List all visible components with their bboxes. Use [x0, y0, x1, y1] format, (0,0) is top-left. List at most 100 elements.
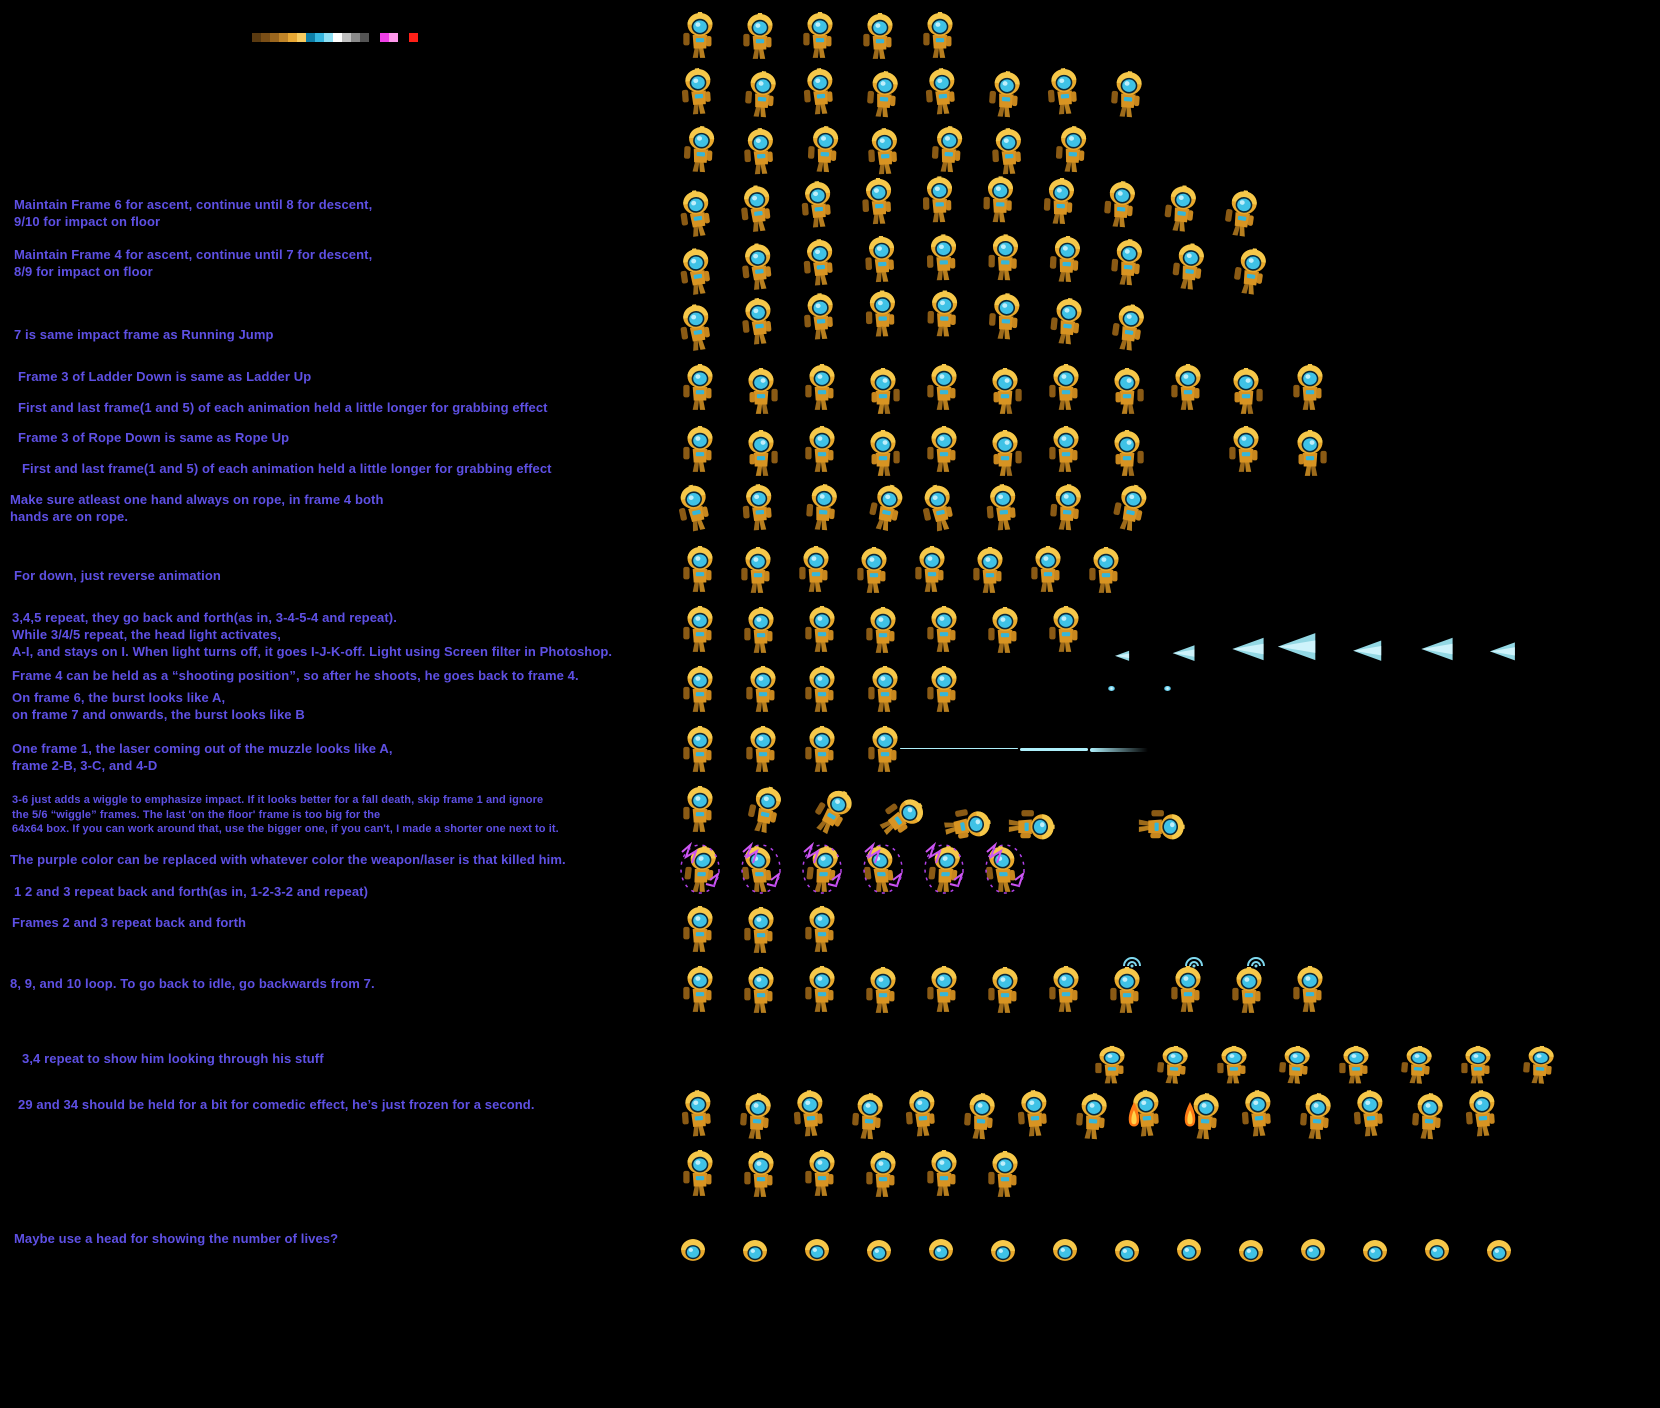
robot-head-sprite — [1238, 1239, 1264, 1263]
sprite-frame-ladder-climb — [678, 360, 722, 412]
sprite-frame-rope-swing — [983, 482, 1027, 534]
sprite-frame-run — [861, 64, 905, 116]
robot-sprite — [1460, 1046, 1496, 1085]
annotation-note: Make sure atleast one hand always on rop… — [10, 492, 384, 525]
annotation-note: Maybe use a head for showing the number … — [14, 1231, 339, 1246]
robot-sprite — [743, 430, 779, 478]
robot-head-sprite — [742, 1239, 768, 1263]
robot-sprite — [865, 967, 901, 1015]
robot-sprite — [1088, 547, 1124, 595]
muzzle-burst-icon — [1164, 686, 1171, 691]
robot-sprite — [1042, 177, 1080, 227]
electric-zap-icon — [678, 842, 722, 894]
robot-sprite — [987, 234, 1024, 283]
annotation-note: Frame 3 of Rope Down is same as Rope Up — [18, 430, 290, 445]
robot-sprite — [673, 481, 718, 535]
robot-sprite — [987, 607, 1023, 655]
robot-sprite — [1109, 430, 1145, 478]
sprite-frame-ledge-climb — [968, 542, 1012, 594]
robot-sprite — [743, 607, 779, 655]
signal-waves-shape — [1122, 954, 1142, 968]
robot-sprite — [1231, 246, 1273, 299]
sprite-frame-lives-heads — [1360, 1236, 1390, 1262]
robot-sprite — [1222, 188, 1264, 241]
laser-beam — [900, 748, 1018, 749]
sprite-frame-fall — [1044, 300, 1088, 352]
robot-sprite — [1292, 430, 1328, 478]
annotation-note: Maintain Frame 4 for ascent, continue un… — [14, 247, 373, 280]
sprite-frame-cheer — [983, 1146, 1027, 1198]
robot-head-sprite — [1176, 1238, 1202, 1262]
sprite-frame-shoot-burst — [861, 662, 905, 714]
sprite-frame-death-fall-lying — [1000, 794, 1044, 846]
sprite-frame-fall — [1105, 300, 1149, 352]
robot-sprite — [866, 127, 904, 177]
robot-sprite — [682, 1150, 718, 1198]
robot-sprite — [679, 1089, 718, 1139]
sprite-frame-lives-heads — [1112, 1236, 1142, 1262]
sprite-frame-head-light — [678, 602, 722, 654]
annotation-note: The purple color can be replaced with wh… — [10, 852, 566, 867]
sprite-frame-running-jump — [678, 186, 722, 238]
sprite-frame-rope-climb — [1224, 422, 1268, 474]
light-cone-icon — [1100, 610, 1144, 662]
robot-sprite — [682, 966, 718, 1014]
sprite-frame-bomb-throw — [1406, 1086, 1450, 1138]
sprite-frame-walk — [988, 122, 1032, 174]
sprite-frame-lives-heads — [1422, 1236, 1452, 1262]
robot-sprite — [1170, 364, 1206, 412]
sprite-frame-run — [739, 64, 783, 116]
sprite-frame-running-jump — [978, 186, 1022, 238]
light-cone-shape — [1230, 636, 1266, 662]
robot-sprite — [801, 67, 840, 117]
sprite-frame-death-fall — [926, 782, 970, 834]
robot-sprite — [926, 966, 962, 1014]
annotation-note: First and last frame(1 and 5) of each an… — [18, 400, 548, 415]
sprite-frame-electrocution — [678, 842, 722, 894]
sprite-frame-rummage — [1273, 1026, 1317, 1078]
robot-sprite-lying — [1007, 809, 1055, 845]
robot-sprite — [987, 430, 1023, 478]
sprite-frame-rummage — [1456, 1026, 1500, 1078]
light-cone-icon — [1415, 610, 1459, 662]
sprite-frame-rope-swing — [739, 482, 783, 534]
palette-swatch — [389, 33, 398, 42]
sprite-frame-bomb-throw — [678, 1086, 722, 1138]
palette-swatch — [297, 33, 306, 42]
robot-sprite — [1239, 1089, 1278, 1139]
robot-sprite — [1109, 238, 1149, 289]
sprite-frame-fall — [800, 300, 844, 352]
robot-sprite — [856, 547, 892, 595]
sprite-frame-rope-climb — [861, 422, 905, 474]
robot-sprite — [676, 246, 718, 299]
sprite-frame-standing-jump — [983, 244, 1027, 296]
sprite-frame-ladder-climb — [800, 360, 844, 412]
robot-sprite — [872, 790, 932, 847]
light-cone-icon — [1275, 610, 1319, 662]
sprite-frame-death-fall — [740, 782, 784, 834]
robot-sprite — [987, 1151, 1023, 1199]
robot-sprite — [1231, 967, 1267, 1015]
sprite-frame-wake-up — [1044, 962, 1088, 1014]
robot-sprite — [804, 1150, 840, 1198]
palette-swatch — [342, 33, 351, 42]
annotation-note: 29 and 34 should be held for a bit for c… — [18, 1097, 535, 1112]
sprite-frame-standing-jump — [800, 244, 844, 296]
sprite-frame-running-jump — [1098, 186, 1142, 238]
sprite-frame-running-jump — [918, 186, 962, 238]
sprite-frame-ladder-climb — [983, 360, 1027, 412]
sprite-frame-wake-up — [983, 962, 1027, 1014]
light-cone-shape — [1275, 631, 1318, 662]
sprite-frame-electrocution — [800, 842, 844, 894]
sprite-frame-idle — [858, 8, 902, 60]
robot-sprite — [903, 1089, 942, 1139]
sprite-frame-cheer — [861, 1146, 905, 1198]
sprite-frame-bomb-throw — [734, 1086, 778, 1138]
robot-head-sprite — [928, 1238, 954, 1262]
robot-sprite — [1109, 481, 1154, 535]
robot-sprite — [738, 242, 779, 294]
sprite-frame-cheer — [739, 1146, 783, 1198]
robot-sprite — [1054, 125, 1092, 175]
sprite-frame-standing-jump — [1166, 244, 1210, 296]
